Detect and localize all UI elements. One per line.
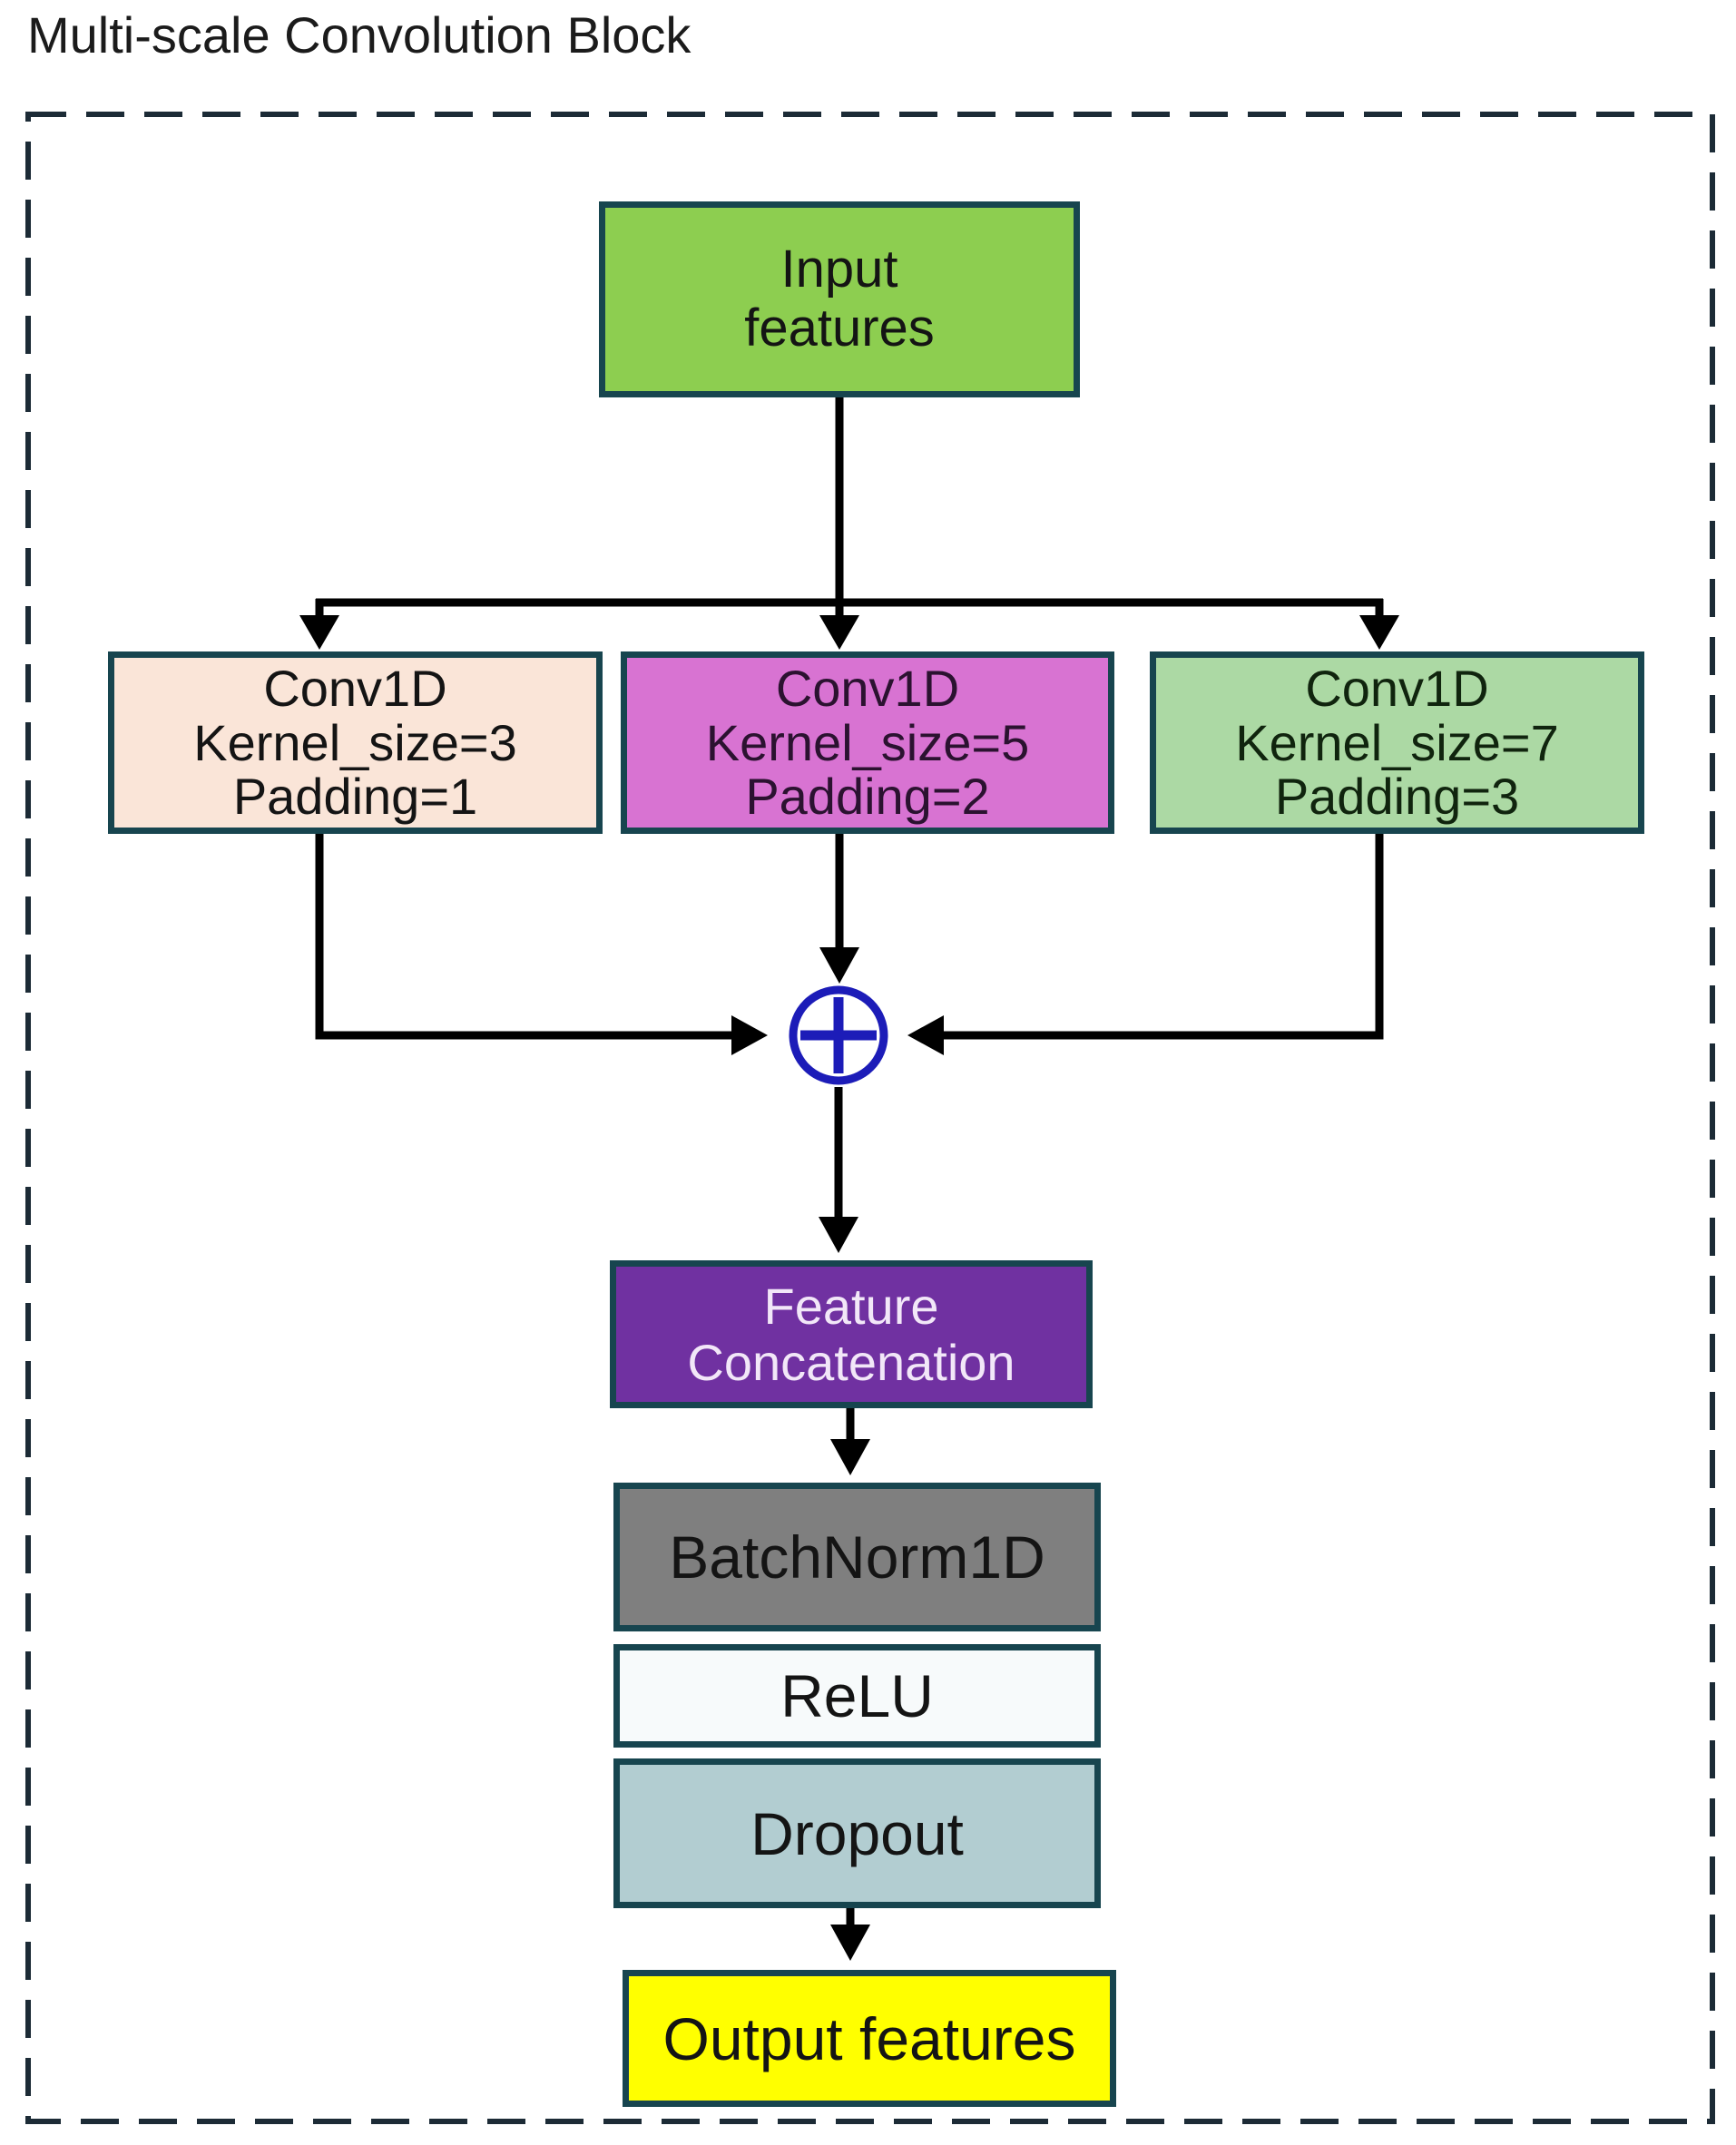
conv1d-k7-node: Conv1D Kernel_size=7 Padding=3 xyxy=(1150,651,1644,834)
node-label: Kernel_size=5 xyxy=(705,713,1030,771)
node-label: Padding=2 xyxy=(745,768,990,826)
node-label: Conv1D xyxy=(1305,660,1489,718)
node-label: Input xyxy=(780,240,898,299)
node-label: Kernel_size=3 xyxy=(193,713,517,771)
arrowhead-conv5-to-sum xyxy=(819,947,859,984)
connector-conv7-to-sum xyxy=(944,833,1384,1040)
batchnorm1d-node: BatchNorm1D xyxy=(613,1483,1101,1631)
conv1d-k5-node: Conv1D Kernel_size=5 Padding=2 xyxy=(621,651,1114,834)
node-label: Padding=1 xyxy=(232,768,478,826)
node-label: Conv1D xyxy=(263,660,447,718)
node-label: Conv1D xyxy=(775,660,960,718)
diagram-title: Multi-scale Convolution Block xyxy=(27,6,691,64)
connector-conv3-to-sum xyxy=(315,833,731,1040)
arrowhead-into-conv5 xyxy=(819,615,859,650)
output-features-node: Output features xyxy=(623,1970,1116,2107)
input-features-node: Input features xyxy=(599,201,1080,397)
node-label: Dropout xyxy=(750,1799,964,1867)
node-label: Padding=3 xyxy=(1274,768,1520,826)
conv1d-k3-node: Conv1D Kernel_size=3 Padding=1 xyxy=(108,651,603,834)
node-label: BatchNorm1D xyxy=(669,1523,1045,1591)
relu-node: ReLU xyxy=(613,1644,1101,1748)
arrowhead-concat-to-batchnorm xyxy=(830,1439,870,1475)
node-label: Output features xyxy=(662,2004,1076,2072)
node-label: Feature xyxy=(763,1277,939,1335)
arrowhead-conv3-to-sum xyxy=(731,1015,768,1055)
arrowhead-dropout-to-output xyxy=(830,1925,870,1961)
dropout-node: Dropout xyxy=(613,1758,1101,1908)
arrowhead-into-conv7 xyxy=(1359,615,1399,650)
node-label: ReLU xyxy=(780,1662,934,1729)
arrowhead-into-conv3 xyxy=(299,615,339,650)
node-label: features xyxy=(744,299,935,358)
node-label: Concatenation xyxy=(687,1333,1015,1391)
circle-plus-icon xyxy=(789,985,888,1085)
node-label: Kernel_size=7 xyxy=(1235,713,1559,771)
feature-concatenation-node: Feature Concatenation xyxy=(610,1260,1093,1408)
block-boundary xyxy=(25,112,1715,2124)
arrowhead-sum-to-concat xyxy=(819,1217,858,1253)
arrowhead-conv7-to-sum xyxy=(907,1015,944,1055)
